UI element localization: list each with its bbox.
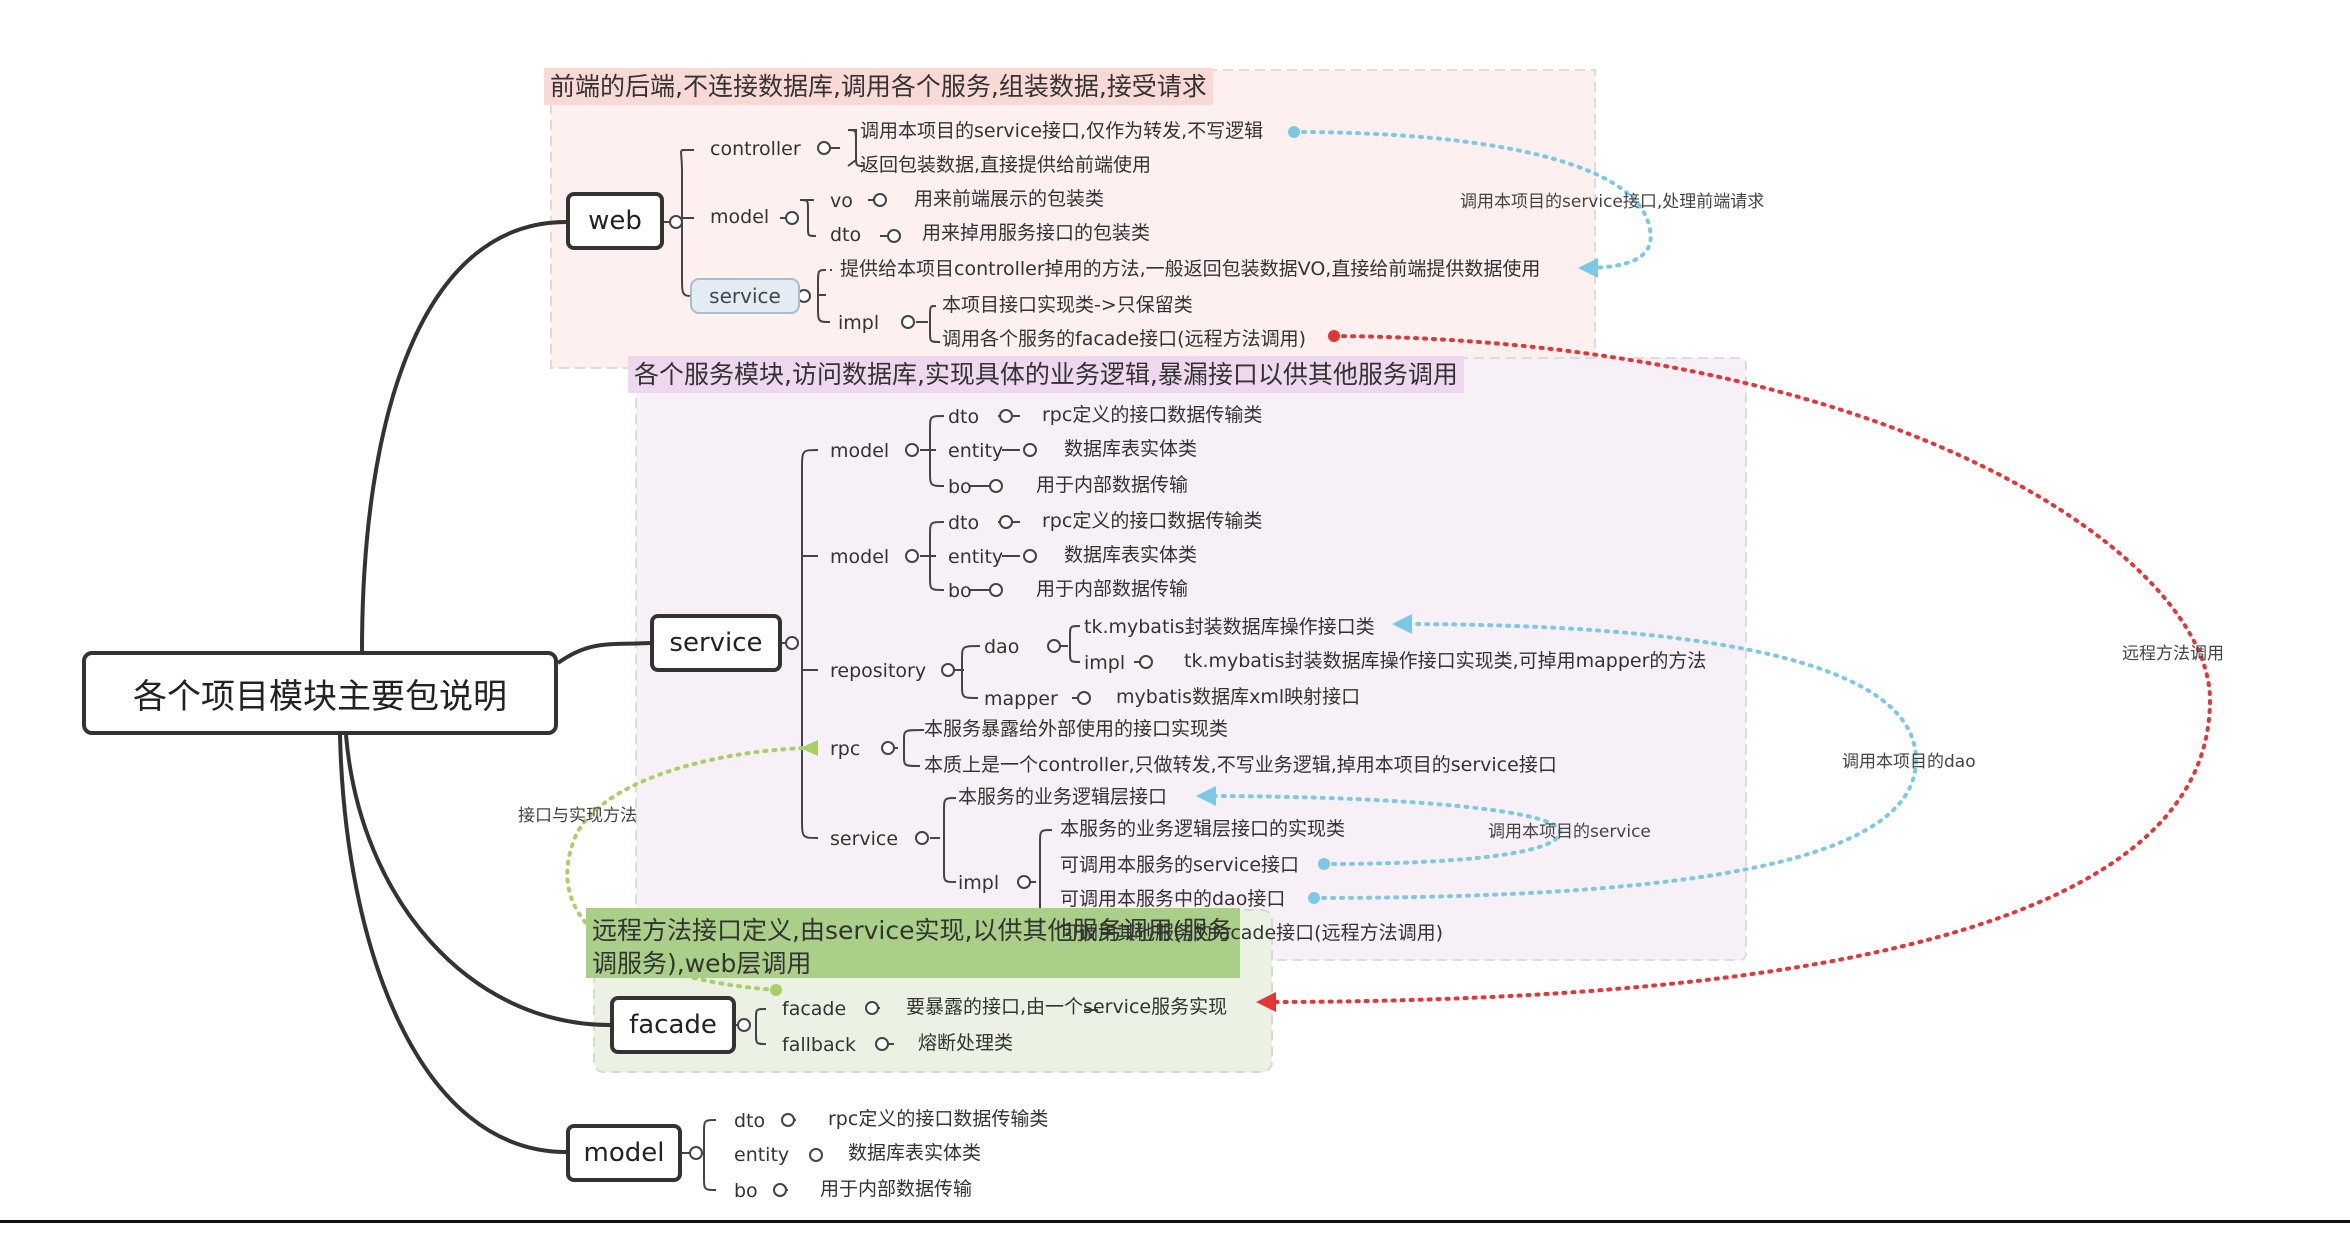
service-rpc-item-2: 本质上是一个controller,只做转发,不写业务逻辑,掉用本项目的servi… (924, 754, 1557, 776)
edge-root-facade (344, 734, 611, 1027)
service-banner: 各个服务模块,访问数据库,实现具体的业务逻辑,暴漏接口以供其他服务调用 (628, 356, 1464, 393)
web-model-vo-desc: 用来前端展示的包装类 (914, 188, 1105, 210)
facade-fallback-desc: 熔断处理类 (918, 1032, 1014, 1054)
service-svc-impl-item-3: 可调用本服务中的dao接口 (1060, 888, 1286, 910)
service-model2-bo[interactable]: bo (948, 580, 972, 602)
relation-dao-call-label: 调用本项目的dao (1842, 752, 1976, 772)
model-entity-label[interactable]: entity (734, 1144, 790, 1166)
service-model2-entity[interactable]: entity (948, 546, 1004, 568)
service-model1-dto-desc: rpc定义的接口数据传输类 (1042, 404, 1263, 426)
root-node[interactable]: 各个项目模块主要包说明 (82, 651, 558, 735)
model-bo-desc: 用于内部数据传输 (820, 1178, 973, 1200)
facade-facade-label[interactable]: facade (782, 998, 847, 1020)
service-model1-entity[interactable]: entity (948, 440, 1004, 462)
service-repository-label[interactable]: repository (830, 660, 927, 682)
model-node[interactable]: model (566, 1124, 682, 1182)
service-rpc-label[interactable]: rpc (830, 738, 861, 760)
service-dao-desc: tk.mybatis封装数据库操作接口类 (1084, 616, 1375, 638)
facade-banner: 远程方法接口定义,由service实现,以供其他服务调用(服务调服务),web层… (586, 908, 1240, 978)
service-svc-impl-item-1: 本服务的业务逻辑层接口的实现类 (1060, 818, 1346, 840)
service-dao-impl-desc: tk.mybatis封装数据库操作接口实现类,可掉用mapper的方法 (1184, 650, 1707, 672)
service-model1-bo-desc: 用于内部数据传输 (1036, 474, 1189, 496)
model-entity-desc: 数据库表实体类 (848, 1142, 982, 1164)
relation-web-call-label: 调用本项目的service接口,处理前端请求 (1460, 192, 1765, 212)
web-node[interactable]: web (566, 192, 664, 250)
horizontal-scrollbar[interactable] (0, 1220, 2350, 1237)
web-controller-item-1: 调用本项目的service接口,仅作为转发,不写逻辑 (860, 120, 1264, 142)
model-dto-desc: rpc定义的接口数据传输类 (828, 1108, 1049, 1130)
relation-remote-call-label: 远程方法调用 (2122, 644, 2224, 664)
model-bo-label[interactable]: bo (734, 1180, 758, 1202)
service-svc-impl-label[interactable]: impl (958, 872, 1000, 894)
service-model2-dto[interactable]: dto (948, 512, 980, 534)
service-mapper-label[interactable]: mapper (984, 688, 1058, 710)
service-svc-label[interactable]: service (830, 828, 899, 850)
web-model-vo-label[interactable]: vo (830, 190, 853, 212)
web-model-label[interactable]: model (710, 206, 770, 228)
service-model2-label[interactable]: model (830, 546, 890, 568)
web-service-pill[interactable]: service (690, 278, 800, 314)
service-model1-entity-desc: 数据库表实体类 (1064, 438, 1198, 460)
relation-interface-impl-label: 接口与实现方法 (518, 806, 637, 826)
service-model2-bo-desc: 用于内部数据传输 (1036, 578, 1189, 600)
facade-fallback-label[interactable]: fallback (782, 1034, 857, 1056)
facade-facade-desc: 要暴露的接口,由一个service服务实现 (906, 996, 1228, 1018)
relation-service-call-label: 调用本项目的service (1488, 822, 1651, 842)
relation-remote-call-curve (1260, 334, 2213, 1004)
service-dao-impl-label[interactable]: impl (1084, 652, 1126, 674)
web-section-box (550, 69, 1596, 369)
service-model1-dto[interactable]: dto (948, 406, 980, 428)
model-dto-label[interactable]: dto (734, 1110, 766, 1132)
service-dao-label[interactable]: dao (984, 636, 1020, 658)
web-model-dto-label[interactable]: dto (830, 224, 862, 246)
web-model-dto-desc: 用来掉用服务接口的包装类 (922, 222, 1151, 244)
service-svc-impl-item-2: 可调用本服务的service接口 (1060, 854, 1300, 876)
web-controller-item-2: 返回包装数据,直接提供给前端使用 (860, 154, 1152, 176)
web-service-desc: 提供给本项目controller掉用的方法,一般返回包装数据VO,直接给前端提供… (840, 258, 1541, 280)
relation-dao-curve (1312, 622, 1919, 900)
web-service-impl-label[interactable]: impl (838, 312, 880, 334)
service-node[interactable]: service (650, 614, 782, 672)
edge-root-model (338, 734, 567, 1154)
edge-root-web (360, 220, 567, 652)
service-model2-entity-desc: 数据库表实体类 (1064, 544, 1198, 566)
service-mapper-desc: mybatis数据库xml映射接口 (1116, 686, 1361, 708)
web-service-impl-item-2: 调用各个服务的facade接口(远程方法调用) (942, 328, 1306, 350)
relation-web-service-curve (1292, 130, 1653, 270)
service-rpc-item-1: 本服务暴露给外部使用的接口实现类 (924, 718, 1229, 740)
service-model1-bo[interactable]: bo (948, 476, 972, 498)
service-model2-dto-desc: rpc定义的接口数据传输类 (1042, 510, 1263, 532)
web-banner: 前端的后端,不连接数据库,调用各个服务,组装数据,接受请求 (544, 68, 1213, 105)
facade-node[interactable]: facade (610, 996, 736, 1054)
service-svc-desc: 本服务的业务逻辑层接口 (958, 786, 1168, 808)
service-svc-impl-item-4: 可调用其他服务的facade接口(远程方法调用) (1060, 922, 1443, 944)
edge-root-service (556, 641, 651, 665)
web-controller-label[interactable]: controller (710, 138, 801, 160)
web-service-impl-item-1: 本项目接口实现类->只保留类 (942, 294, 1193, 316)
relation-service-curve (1202, 794, 1563, 866)
service-model1-label[interactable]: model (830, 440, 890, 462)
